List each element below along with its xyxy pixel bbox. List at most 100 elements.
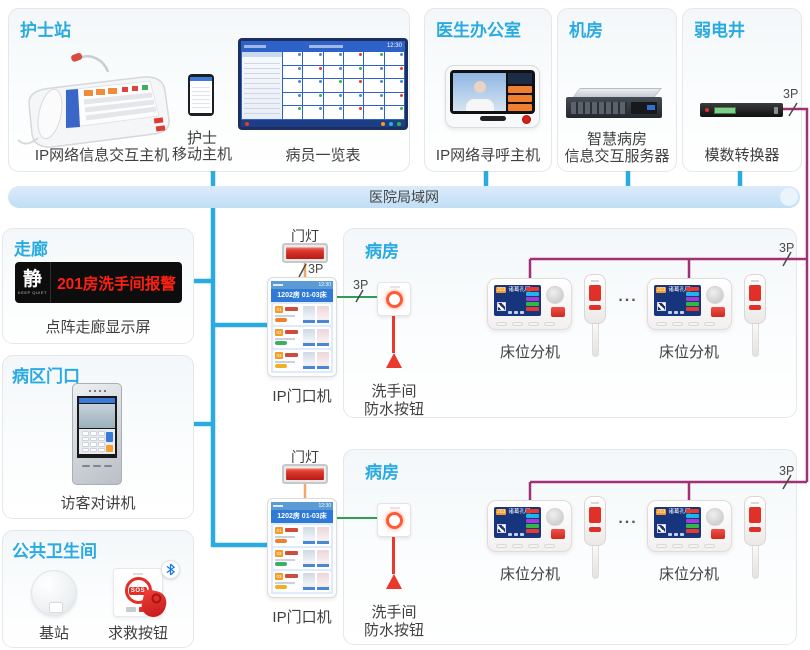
door-room-header: 1202房 01-03床 xyxy=(271,510,333,523)
patient-card: 01 xyxy=(273,525,331,546)
corridor-display-device: 静 KEEP QUIET 201房洗手间报警 xyxy=(15,262,182,303)
bed-badge: 01 xyxy=(275,306,283,313)
patient-name: 诸葛孔明 xyxy=(508,509,531,515)
power-led xyxy=(705,108,709,112)
patient-photo xyxy=(317,550,329,567)
door-lamp-label: 门灯 xyxy=(291,449,319,465)
staff-photo xyxy=(303,329,315,346)
ward-server-device xyxy=(566,97,662,118)
base-station-device xyxy=(31,570,77,616)
intercom-speaker xyxy=(73,465,121,467)
intercom-video xyxy=(79,404,115,428)
tap-label-lamp: 3P xyxy=(308,262,324,276)
qr-code xyxy=(497,302,506,311)
speaker-grille xyxy=(546,508,564,526)
ip-network-console-device xyxy=(17,52,170,148)
pull-handle xyxy=(386,353,402,368)
restroom-title: 公共卫生间 xyxy=(12,542,97,561)
bedside-handset xyxy=(584,496,606,579)
tap-label-bus-upper: 3P xyxy=(779,241,795,255)
console-label: IP网络信息交互主机 xyxy=(34,147,170,164)
staff-photo xyxy=(303,573,315,590)
door-lamp-device xyxy=(282,243,328,263)
intercom-keypad xyxy=(79,429,115,454)
door-time: 12:30 xyxy=(318,503,331,509)
lan-stub-lines xyxy=(210,171,743,187)
mobile-label-line2: 移动主机 xyxy=(171,146,232,163)
door-station-label: IP门口机 xyxy=(272,609,332,626)
lan-trunk-line xyxy=(194,207,267,548)
call-button xyxy=(551,529,565,539)
quiet-char: 静 xyxy=(22,269,42,290)
speaker-grille xyxy=(706,286,724,304)
phone-screen xyxy=(190,77,212,113)
ip-door-station: 12:30 1202房 01-03床 01 02 03 xyxy=(267,498,337,598)
bed-badge: 03 xyxy=(275,573,283,580)
door-station-label: IP门口机 xyxy=(272,388,332,405)
server-room-title: 机房 xyxy=(569,21,603,40)
ward-entrance-title: 病区门口 xyxy=(12,367,80,386)
corridor-title: 走廊 xyxy=(14,240,48,259)
room-badge: 203 xyxy=(496,287,507,293)
patient-photo xyxy=(317,573,329,590)
door-room-header: 1202房 01-03床 xyxy=(271,289,333,302)
tap-label-bus-lower: 3P xyxy=(779,464,795,478)
visitor-intercom-device xyxy=(72,383,122,485)
bed-terminal-label: 床位分机 xyxy=(658,566,719,583)
door-time: 12:30 xyxy=(318,282,331,288)
patient-card: 03 xyxy=(273,571,331,592)
paging-host-screen xyxy=(450,70,535,114)
intercom-screen xyxy=(77,396,117,458)
quiet-subtext: KEEP QUIET xyxy=(18,290,47,295)
staff-photo xyxy=(303,352,315,369)
patient-card: 01 xyxy=(273,304,331,325)
bed-terminal-label: 床位分机 xyxy=(499,344,560,361)
qr-code xyxy=(657,524,666,533)
ip-paging-host-device xyxy=(445,65,540,128)
pull-cord xyxy=(392,316,395,353)
waterproof-button-device xyxy=(377,503,411,537)
qr-code xyxy=(497,524,506,533)
bed-badge: 02 xyxy=(275,329,283,336)
room-badge: 203 xyxy=(656,287,667,293)
bed-badge: 03 xyxy=(275,352,283,359)
doctor-video xyxy=(453,73,506,111)
nurse-station-title: 护士站 xyxy=(20,21,71,40)
patient-photo xyxy=(317,306,329,323)
drive-bays xyxy=(571,101,627,114)
riser-title: 弱电井 xyxy=(694,21,745,40)
console-keys xyxy=(83,85,157,121)
nurse-mobile-device xyxy=(188,74,214,116)
quiet-sign: 静 KEEP QUIET xyxy=(15,262,51,303)
ellipsis: ... xyxy=(618,510,638,527)
pull-cord xyxy=(392,537,395,574)
board-patient-grid xyxy=(283,52,404,119)
ip-door-station: 12:30 1202房 01-03床 01 02 03 xyxy=(267,277,337,377)
alarm-message: 201房洗手间报警 xyxy=(57,275,176,293)
door-lamp-label: 门灯 xyxy=(291,228,319,244)
base-station-label: 基站 xyxy=(38,625,69,642)
board-legend xyxy=(241,120,405,127)
door-statusbar: 12:30 xyxy=(271,281,333,289)
gooseneck-mic-icon xyxy=(77,55,110,73)
hospital-lan-bar: 医院局域网 xyxy=(8,186,800,208)
patient-overview-board: 12:30 xyxy=(238,38,408,130)
converter-label: 模数转换器 xyxy=(704,147,780,164)
pull-handle xyxy=(386,574,402,589)
call-button xyxy=(711,529,725,539)
speaker-grille xyxy=(546,286,564,304)
qr-code xyxy=(657,302,666,311)
board-time: 12:30 xyxy=(386,43,402,49)
wet-label-line1: 洗手间 xyxy=(371,604,417,621)
patient-photo xyxy=(317,352,329,369)
room-badge: 203 xyxy=(656,509,667,515)
bedside-handset xyxy=(744,274,766,357)
wet-label-line2: 防水按钮 xyxy=(363,622,424,639)
board-header: 12:30 xyxy=(241,41,405,51)
bed-terminal-label: 床位分机 xyxy=(499,566,560,583)
